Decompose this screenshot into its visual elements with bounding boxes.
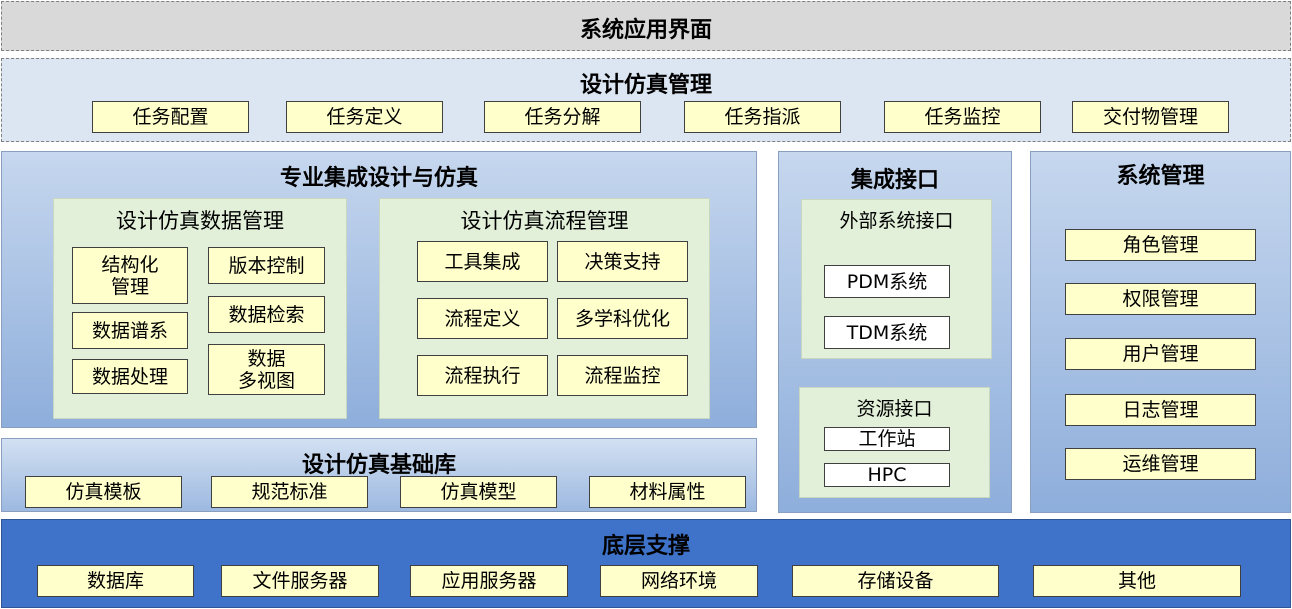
process-mgmt-title: 设计仿真流程管理 (460, 209, 629, 233)
storage-device-box: 存储设备 (792, 565, 999, 597)
system-mgmt-title: 系统管理 (1116, 164, 1205, 189)
task-decompose-box: 任务分解 (484, 101, 641, 133)
foundation-layer: 底层支撑 数据库 文件服务器 应用服务器 网络环境 存储设备 其他 (1, 519, 1291, 608)
mdo-box: 多学科优化 (557, 298, 688, 339)
app-server-box: 应用服务器 (410, 565, 568, 597)
tool-integration-box: 工具集成 (417, 241, 548, 282)
material-property-box: 材料属性 (589, 476, 746, 508)
process-mgmt-group: 设计仿真流程管理 工具集成 决策支持 流程定义 多学科优化 流程执行 流程监控 (379, 198, 710, 419)
resource-interface-group: 资源接口 工作站 HPC (799, 387, 990, 498)
design-sim-mgmt-layer: 设计仿真管理 任务配置 任务定义 任务分解 任务指派 任务监控 交付物管理 (1, 58, 1291, 142)
task-assign-box: 任务指派 (684, 101, 841, 133)
base-lib-title: 设计仿真基础库 (301, 453, 456, 478)
data-mgmt-group: 设计仿真数据管理 结构化 管理 版本控制 数据谱系 数据检索 数据处理 数据 多… (53, 198, 347, 419)
data-lineage-box: 数据谱系 (72, 312, 188, 349)
system-mgmt-panel: 系统管理 角色管理 权限管理 用户管理 日志管理 运维管理 (1030, 151, 1291, 513)
foundation-title: 底层支撑 (601, 534, 690, 559)
external-interface-group: 外部系统接口 PDM系统 TDM系统 (801, 199, 992, 359)
process-execute-box: 流程执行 (417, 355, 548, 396)
integration-panel: 集成接口 外部系统接口 PDM系统 TDM系统 资源接口 工作站 HPC (778, 151, 1012, 513)
deliverable-mgmt-box: 交付物管理 (1072, 101, 1229, 133)
integration-title: 集成接口 (850, 168, 939, 193)
sim-model-box: 仿真模型 (400, 476, 557, 508)
task-define-box: 任务定义 (286, 101, 443, 133)
workstation-box: 工作站 (824, 427, 950, 451)
role-mgmt-box: 角色管理 (1065, 229, 1256, 261)
app-interface-layer: 系统应用界面 (1, 1, 1291, 51)
specialty-title: 专业集成设计与仿真 (279, 166, 478, 191)
data-search-box: 数据检索 (208, 296, 325, 333)
ops-mgmt-box: 运维管理 (1065, 448, 1256, 480)
version-control-box: 版本控制 (208, 247, 325, 284)
external-interface-title: 外部系统接口 (839, 210, 954, 232)
structured-mgmt-box: 结构化 管理 (72, 247, 188, 304)
spec-standard-box: 规范标准 (211, 476, 368, 508)
process-define-box: 流程定义 (417, 298, 548, 339)
data-multiview-box: 数据 多视图 (208, 344, 325, 395)
base-lib-panel: 设计仿真基础库 仿真模板 规范标准 仿真模型 材料属性 (1, 438, 757, 512)
hpc-box: HPC (824, 463, 950, 487)
log-mgmt-box: 日志管理 (1065, 394, 1256, 426)
decision-support-box: 决策支持 (557, 241, 688, 282)
network-env-box: 网络环境 (600, 565, 758, 597)
file-server-box: 文件服务器 (221, 565, 379, 597)
permission-mgmt-box: 权限管理 (1065, 283, 1256, 315)
specialty-panel: 专业集成设计与仿真 设计仿真数据管理 结构化 管理 版本控制 数据谱系 数据检索… (1, 151, 757, 428)
sim-template-box: 仿真模板 (25, 476, 182, 508)
process-monitor-box: 流程监控 (557, 355, 688, 396)
user-mgmt-box: 用户管理 (1065, 338, 1256, 370)
design-sim-mgmt-title: 设计仿真管理 (579, 73, 712, 98)
database-box: 数据库 (37, 565, 194, 597)
task-config-box: 任务配置 (92, 101, 249, 133)
data-processing-box: 数据处理 (72, 359, 188, 394)
app-interface-title: 系统应用界面 (579, 18, 712, 43)
resource-interface-title: 资源接口 (856, 398, 933, 420)
pdm-system-box: PDM系统 (824, 265, 950, 298)
data-mgmt-title: 设计仿真数据管理 (116, 209, 284, 233)
tdm-system-box: TDM系统 (824, 316, 950, 349)
task-monitor-box: 任务监控 (884, 101, 1041, 133)
other-box: 其他 (1033, 565, 1241, 597)
